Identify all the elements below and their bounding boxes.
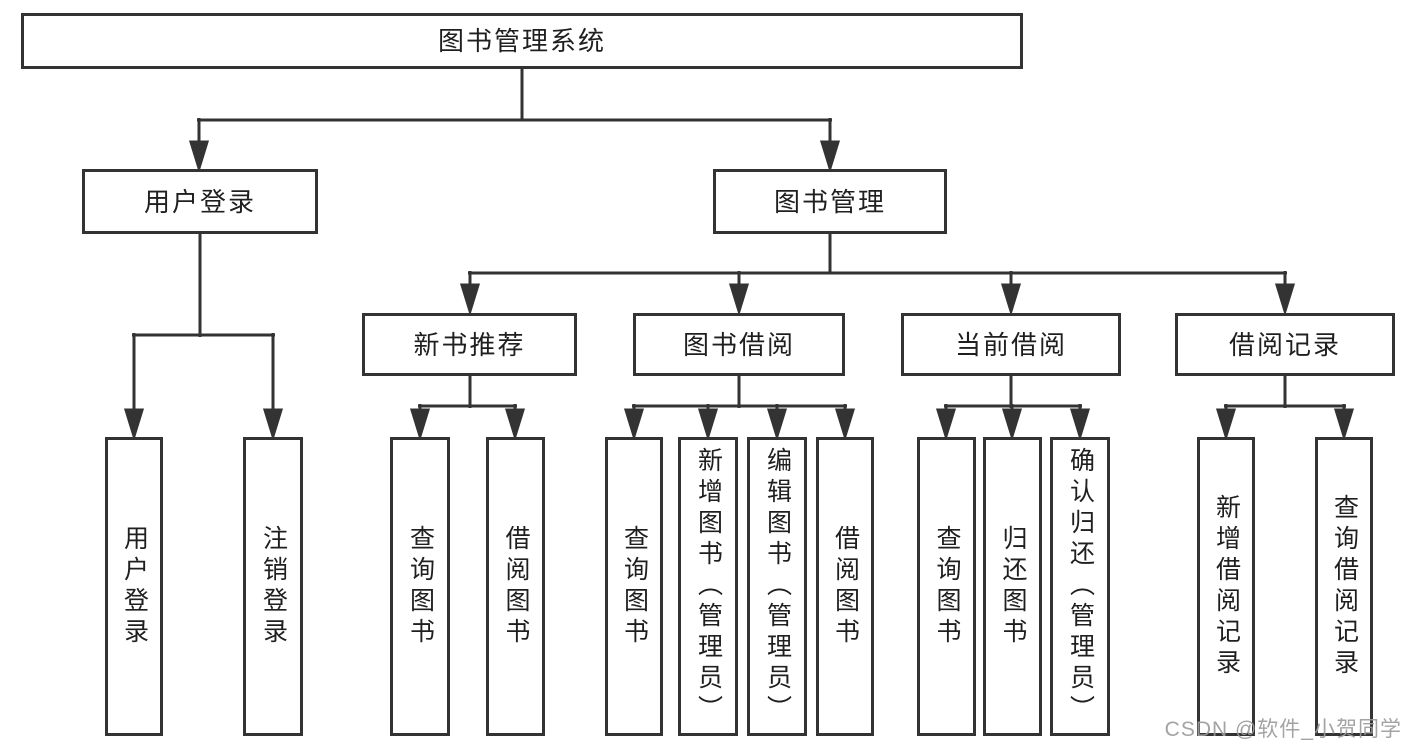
leaf-confirm-return-admin: 确认归还（管理员） [1050, 437, 1110, 736]
node-library-management-system: 图书管理系统 [21, 13, 1023, 69]
leaf-return-books: 归还图书 [983, 437, 1042, 736]
node-user-login: 用户登录 [82, 169, 318, 234]
leaf-query-books-recommend: 查询图书 [390, 437, 450, 736]
leaf-user-login: 用户登录 [105, 437, 163, 736]
leaf-borrow-books-recommend: 借阅图书 [486, 437, 545, 736]
leaf-query-books-borrow: 查询图书 [605, 437, 663, 736]
leaf-add-borrow-record: 新增借阅记录 [1197, 437, 1255, 736]
node-book-borrow: 图书借阅 [633, 313, 845, 376]
leaf-add-book-admin: 新增图书（管理员） [678, 437, 738, 736]
node-book-management: 图书管理 [713, 169, 947, 234]
node-borrow-records: 借阅记录 [1175, 313, 1395, 376]
node-current-borrow: 当前借阅 [901, 313, 1121, 376]
leaf-edit-book-admin: 编辑图书（管理员） [747, 437, 807, 736]
leaf-borrow-books: 借阅图书 [816, 437, 874, 736]
leaf-query-books-current: 查询图书 [917, 437, 976, 736]
watermark-text: CSDN @软件_小贺同学 [1164, 718, 1402, 741]
leaf-query-borrow-record: 查询借阅记录 [1315, 437, 1373, 736]
node-new-book-recommend: 新书推荐 [362, 313, 577, 376]
leaf-logout: 注销登录 [243, 437, 303, 736]
